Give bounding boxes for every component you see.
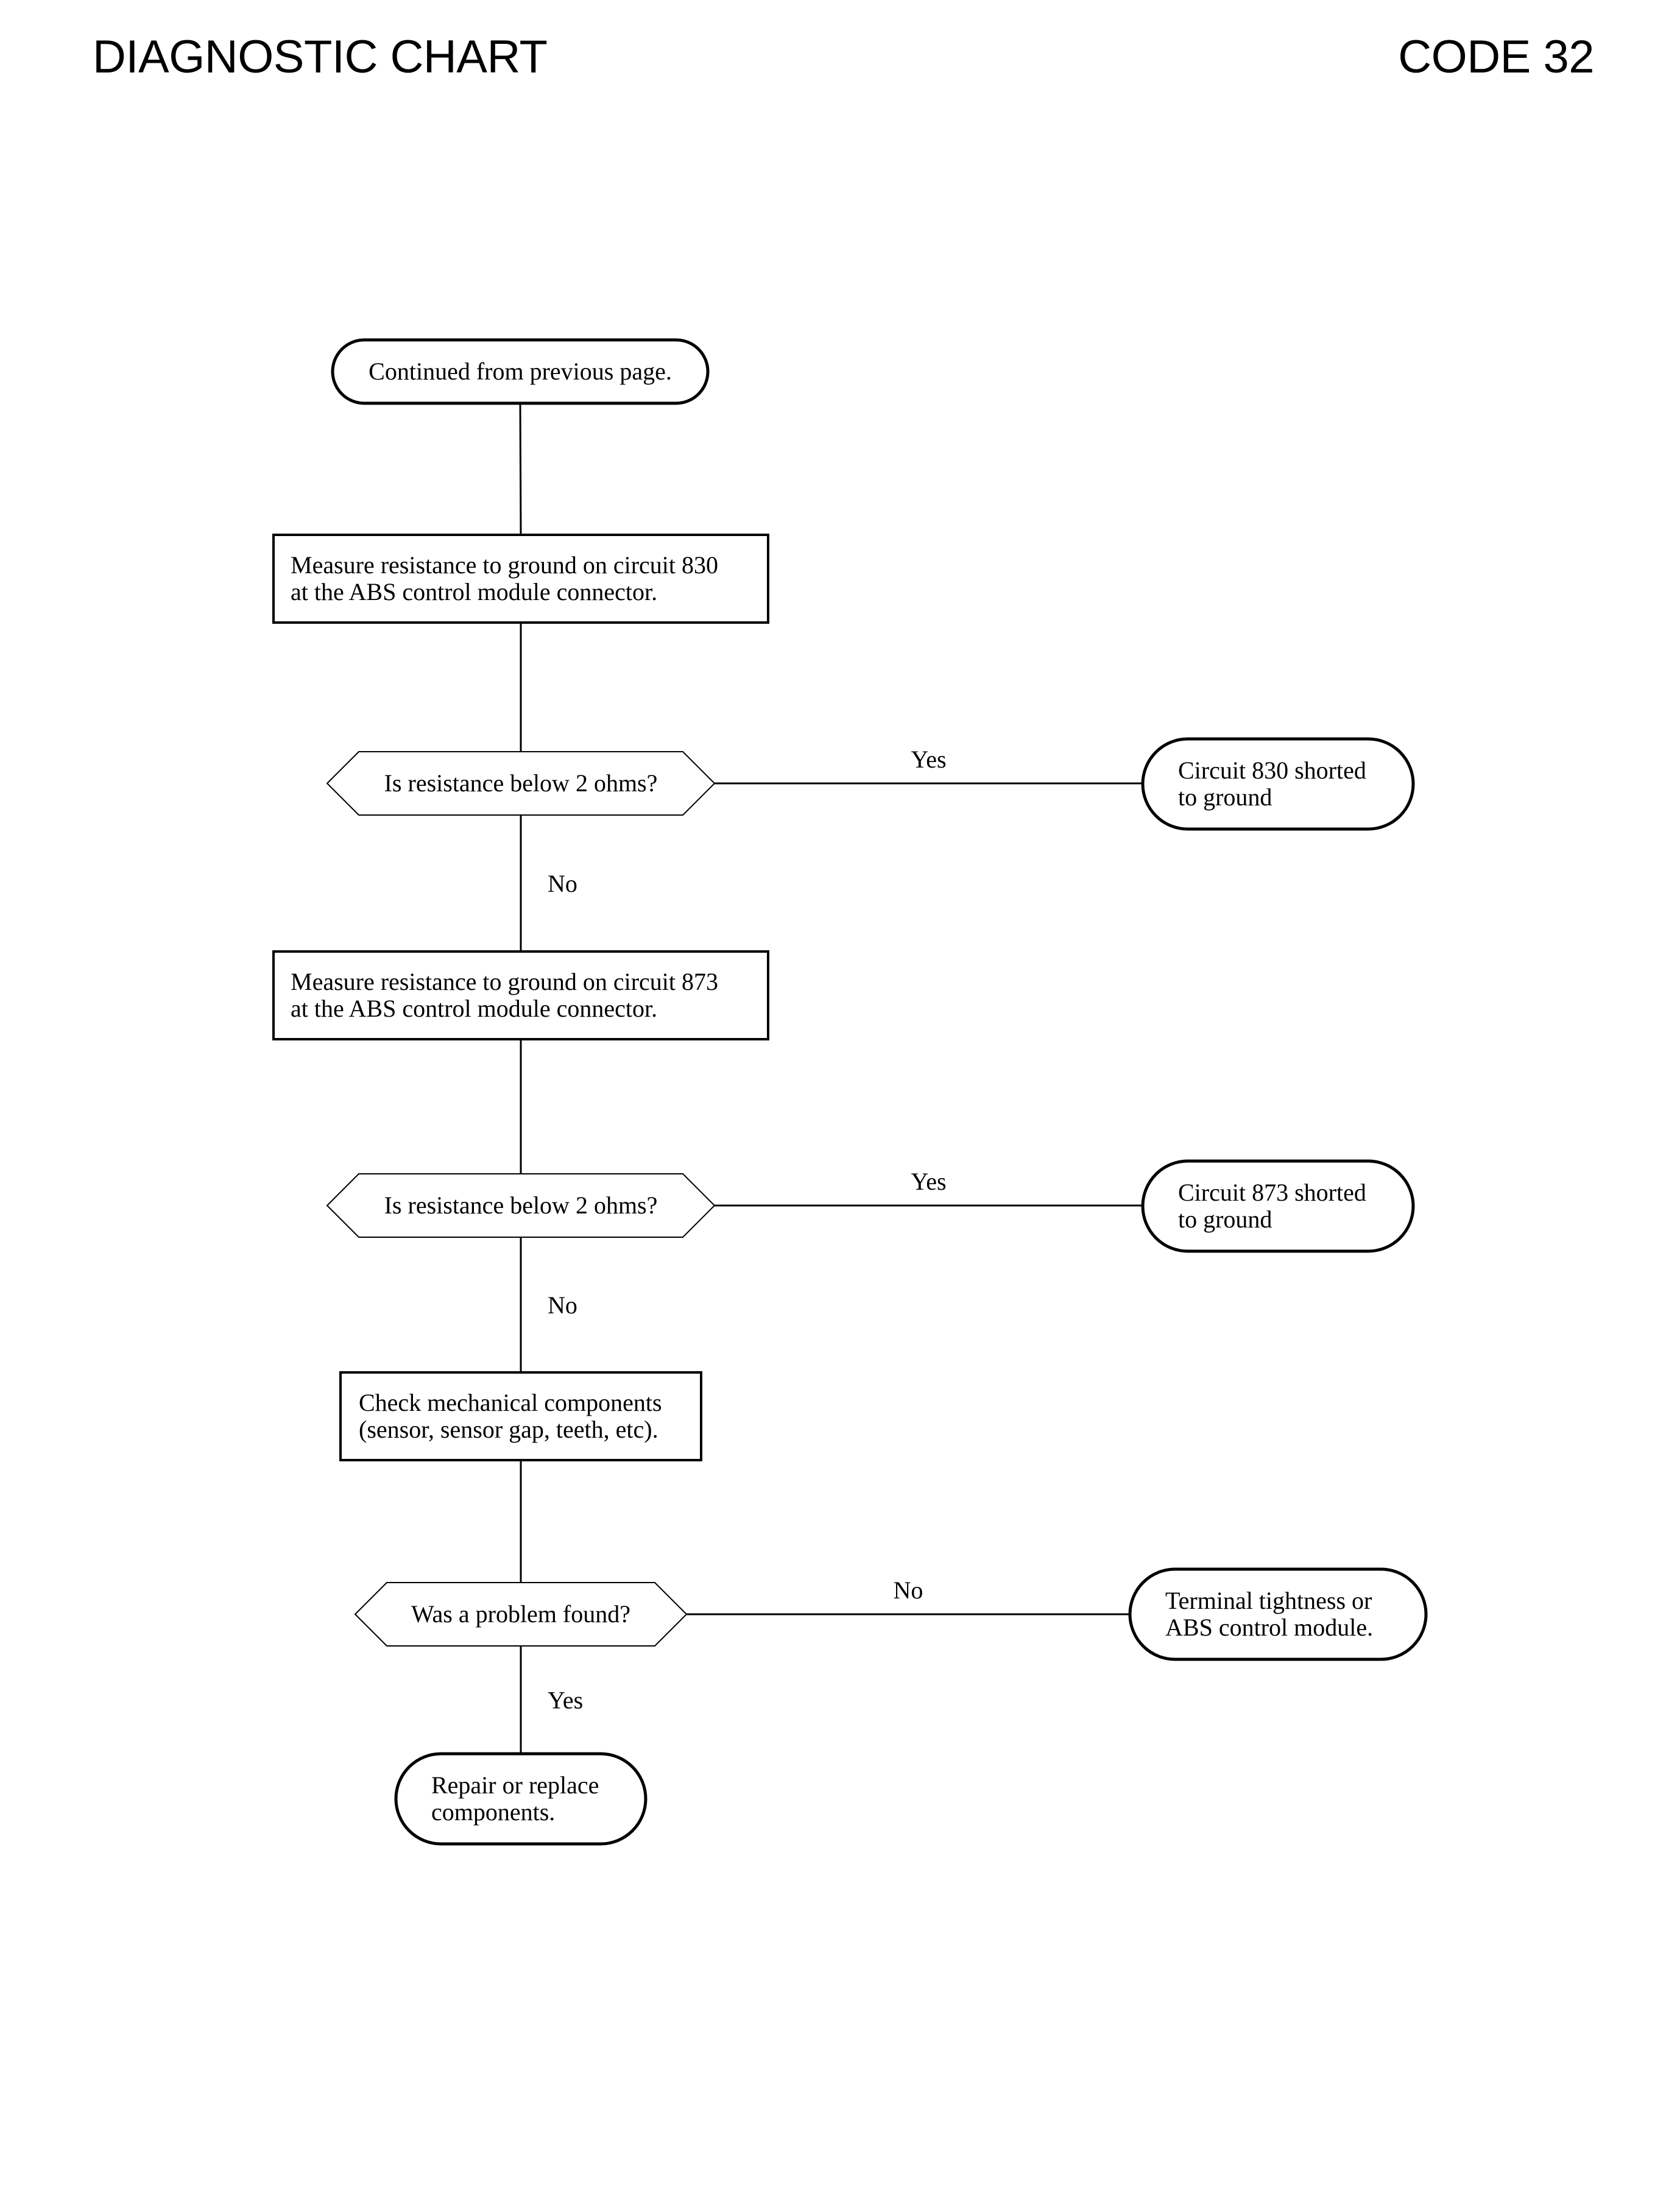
- edge-label-yes: Yes: [911, 1168, 946, 1195]
- edge-label-no: No: [894, 1576, 923, 1604]
- node-text-line: to ground: [1178, 1206, 1272, 1233]
- terminal-shape: [331, 338, 710, 405]
- node-decision-problem: Was a problem found?: [354, 1582, 688, 1647]
- node-decision-830: Is resistance below 2 ohms?: [326, 751, 716, 816]
- terminal-shape: [1141, 1159, 1415, 1253]
- edge-label-no: No: [548, 870, 577, 897]
- node-text-line: Terminal tightness or: [1165, 1587, 1372, 1614]
- node-text-line: Was a problem found?: [411, 1600, 630, 1628]
- decision-shape: [326, 1173, 716, 1238]
- node-decision-873: Is resistance below 2 ohms?: [326, 1173, 716, 1238]
- connector-start-to-measure-830: [519, 403, 522, 535]
- terminal-shape: [394, 1752, 648, 1846]
- terminal-shape: [1128, 1567, 1428, 1661]
- edge-label-yes: Yes: [548, 1687, 583, 1714]
- terminal-shape: [1141, 737, 1415, 831]
- node-text-line: Is resistance below 2 ohms?: [384, 1191, 658, 1219]
- node-check-mechanical: Check mechanical components(sensor, sens…: [339, 1371, 702, 1461]
- node-text-line: components.: [431, 1798, 555, 1826]
- chart-code: CODE 32: [1398, 31, 1594, 83]
- decision-shape: [326, 751, 716, 816]
- process-shape: [339, 1371, 702, 1461]
- node-text-line: Check mechanical components: [359, 1389, 662, 1416]
- edge-label-yes: Yes: [911, 746, 946, 773]
- decision-shape: [354, 1582, 688, 1647]
- edge-label-no: No: [548, 1291, 577, 1319]
- node-measure-873: Measure resistance to ground on circuit …: [272, 950, 769, 1040]
- node-text-line: Measure resistance to ground on circuit …: [291, 968, 718, 995]
- node-text-line: Circuit 873 shorted: [1178, 1179, 1366, 1206]
- chart-title: DIAGNOSTIC CHART: [93, 31, 548, 83]
- node-text-line: Circuit 830 shorted: [1178, 757, 1366, 784]
- node-text-line: at the ABS control module connector.: [291, 578, 657, 605]
- node-text-line: Measure resistance to ground on circuit …: [291, 551, 718, 579]
- node-text-line: Continued from previous page.: [369, 358, 672, 385]
- node-text-line: Repair or replace: [431, 1771, 599, 1799]
- node-start: Continued from previous page.: [331, 338, 710, 405]
- node-measure-830: Measure resistance to ground on circuit …: [272, 534, 769, 624]
- node-text-line: (sensor, sensor gap, teeth, etc).: [359, 1416, 658, 1443]
- node-text-line: at the ABS control module connector.: [291, 995, 657, 1022]
- process-shape: [272, 534, 769, 624]
- node-text-line: to ground: [1178, 783, 1272, 811]
- process-shape: [272, 950, 769, 1040]
- node-text-line: Is resistance below 2 ohms?: [384, 769, 658, 797]
- node-text-line: ABS control module.: [1165, 1614, 1373, 1641]
